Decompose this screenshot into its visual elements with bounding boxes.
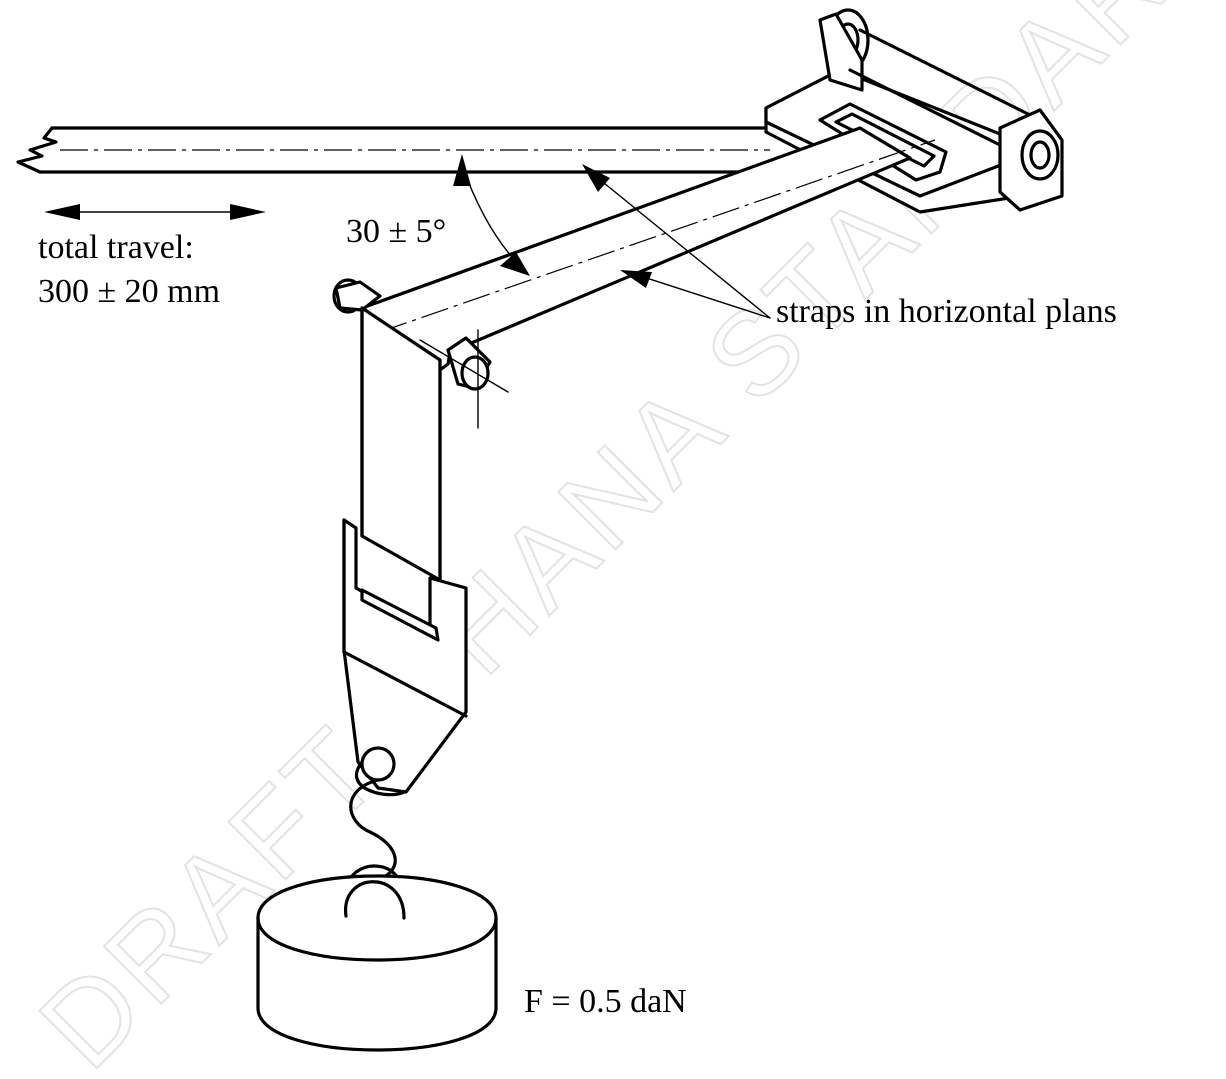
angle-dimension [453,154,530,276]
vertical-strap [360,306,442,582]
weight [256,874,498,1052]
travel-label-line2: 300 ± 20 mm [38,273,220,310]
force-label: F = 0.5 daN [524,983,687,1020]
elbow-pin [419,329,509,429]
buckle [342,518,468,797]
travel-arrow [44,204,266,220]
angle-label: 30 ± 5° [346,213,446,250]
straps-leaders [582,164,771,319]
horizontal-strap [16,126,792,174]
straps-label: straps in horizontal plans [776,293,1117,330]
pivot-bracket [764,8,1064,214]
travel-label-line1: total travel: [38,229,194,266]
